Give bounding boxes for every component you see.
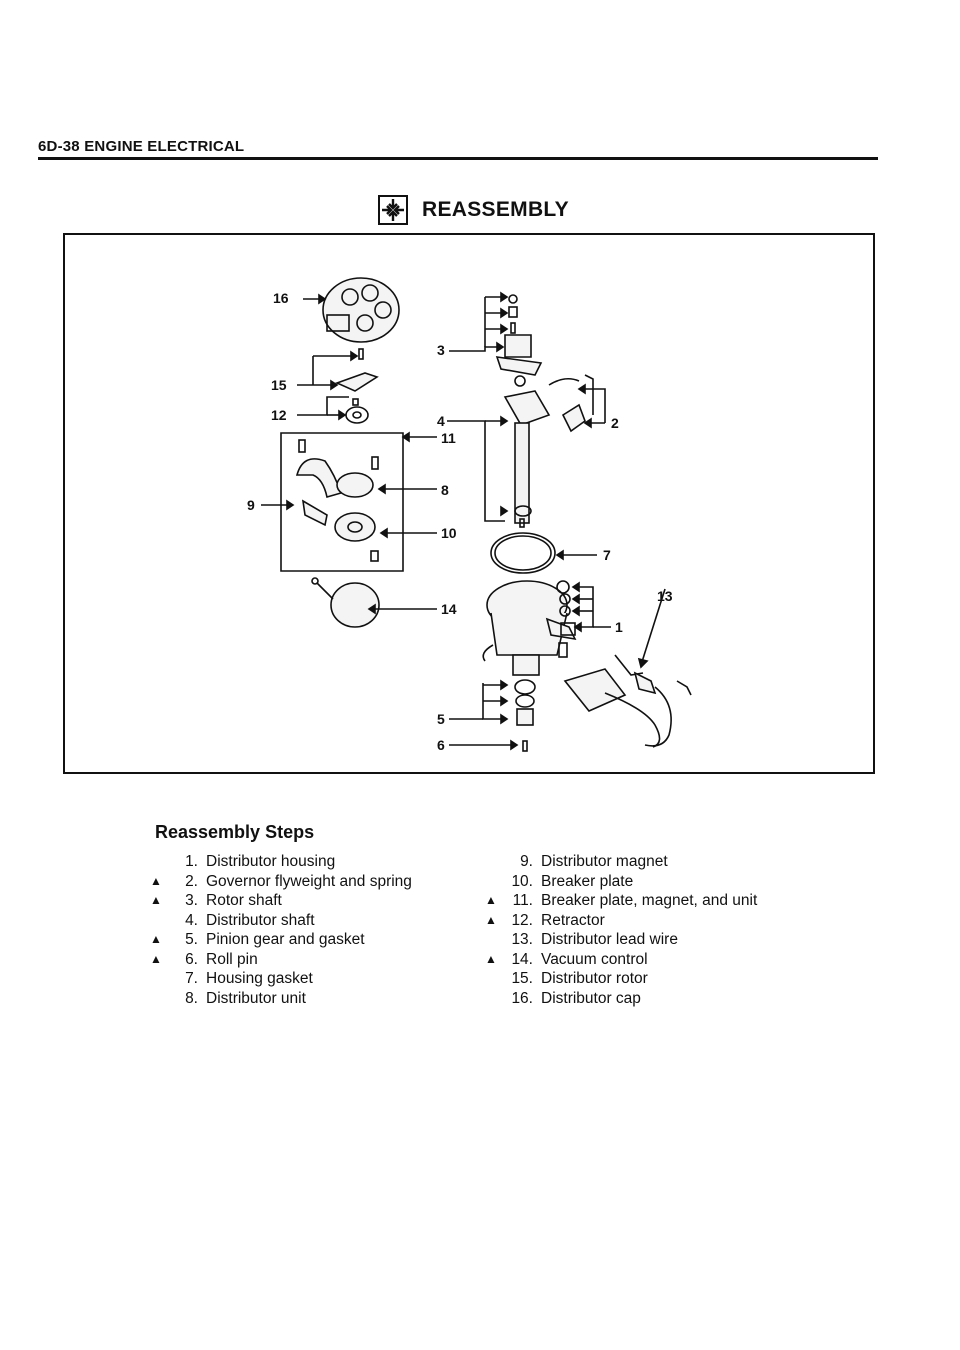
distributor-lead-wire-part <box>563 588 692 748</box>
list-item: ▲11.Breaker plate, magnet, and unit <box>485 892 758 909</box>
callout-10: 10 <box>441 525 457 541</box>
distributor-rotor-part <box>297 348 379 392</box>
callout-3: 3 <box>437 342 445 358</box>
triangle-mark: ▲ <box>150 932 162 946</box>
list-item: ▲14.Vacuum control <box>485 950 648 968</box>
list-item: 1.Distributor housing <box>150 852 412 872</box>
triangle-mark <box>150 989 168 1009</box>
triangle-mark: ▲ <box>485 951 497 966</box>
callout-2: 2 <box>611 415 619 431</box>
header-rule <box>38 157 878 160</box>
retractor-part <box>297 396 369 424</box>
list-item: 4.Distributor shaft <box>150 911 412 931</box>
triangle-mark: ▲ <box>485 893 497 907</box>
triangle-mark <box>150 852 168 872</box>
steps-list-left: 1.Distributor housing ▲2.Governor flywei… <box>150 852 412 1008</box>
callout-15: 15 <box>271 377 287 393</box>
pinion-gear-part <box>449 679 536 752</box>
page-header: 6D-38 ENGINE ELECTRICAL <box>38 138 245 155</box>
distributor-housing-part <box>482 580 611 676</box>
steps-list-right: 9.Distributor magnet 10.Breaker plate ▲1… <box>485 852 757 1008</box>
callout-11: 11 <box>441 430 456 446</box>
callout-9: 9 <box>247 497 255 513</box>
triangle-mark: ▲ <box>150 893 162 907</box>
triangle-mark <box>485 872 503 892</box>
distributor-shaft-part <box>447 374 606 528</box>
steps-title: Reassembly Steps <box>155 822 315 842</box>
callout-13: 13 <box>657 588 673 604</box>
callout-8: 8 <box>441 482 449 498</box>
triangle-mark <box>485 969 503 989</box>
reassembly-icon <box>378 195 408 225</box>
callout-5: 5 <box>437 711 445 727</box>
list-item: ▲12.Retractor <box>485 911 605 929</box>
breaker-plate-assembly-part <box>261 431 437 562</box>
triangle-mark <box>485 930 503 950</box>
callout-6: 6 <box>437 737 445 753</box>
list-item: 15.Distributor rotor <box>485 969 757 989</box>
list-item: 7.Housing gasket <box>150 969 412 989</box>
exploded-view-figure: 16 15 12 11 9 8 10 14 3 4 2 7 13 1 5 6 <box>63 233 875 774</box>
list-item: 16.Distributor cap <box>485 989 757 1009</box>
section-title: REASSEMBLY <box>422 198 569 221</box>
triangle-mark <box>485 989 503 1009</box>
housing-gasket-part <box>490 532 597 574</box>
list-item: ▲3.Rotor shaft <box>150 892 282 909</box>
triangle-mark <box>150 911 168 931</box>
callout-16: 16 <box>273 290 289 306</box>
list-item: 9.Distributor magnet <box>485 852 757 872</box>
callout-1: 1 <box>615 619 623 635</box>
callout-7: 7 <box>603 547 611 563</box>
vacuum-control-part <box>311 577 437 628</box>
triangle-mark <box>485 852 503 872</box>
callout-12: 12 <box>271 407 287 423</box>
rotor-shaft-part <box>449 291 543 376</box>
triangle-mark: ▲ <box>150 873 162 888</box>
section-heading: REASSEMBLY <box>378 190 569 230</box>
triangle-mark <box>150 969 168 989</box>
triangle-mark: ▲ <box>485 912 497 927</box>
triangle-mark: ▲ <box>150 951 162 966</box>
list-item: 13.Distributor lead wire <box>485 930 757 950</box>
callout-4: 4 <box>437 413 445 429</box>
list-item: 8.Distributor unit <box>150 989 412 1009</box>
list-item: ▲2.Governor flyweight and spring <box>150 872 412 890</box>
distributor-cap-part <box>303 277 400 343</box>
list-item: 10.Breaker plate <box>485 872 757 892</box>
callout-14: 14 <box>441 601 457 617</box>
list-item: ▲5.Pinion gear and gasket <box>150 931 365 948</box>
list-item: ▲6.Roll pin <box>150 950 258 968</box>
exploded-view-drawing: 16 15 12 11 9 8 10 14 3 4 2 7 13 1 5 6 <box>247 277 692 753</box>
